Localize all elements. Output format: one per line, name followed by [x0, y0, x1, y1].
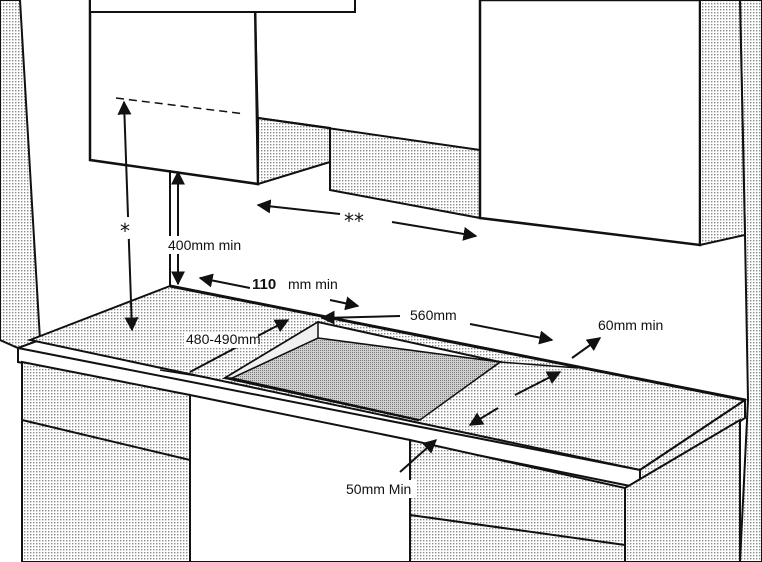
- rear-gap-value-label: 110: [252, 276, 276, 293]
- side-gap-label: 60mm min: [598, 317, 663, 333]
- front-gap-label: 50mm Min: [346, 481, 411, 497]
- rear-gap-unit-label: mm min: [288, 276, 338, 292]
- lower-cabinets: [21, 360, 741, 562]
- clearance-min-label: 400mm min: [168, 237, 241, 253]
- cutout-depth-label: 480-490mm: [186, 331, 261, 347]
- right-wall-panel: [738, 0, 762, 562]
- asterisk-double-label: **: [344, 209, 364, 233]
- asterisk-single-label: *: [120, 219, 130, 243]
- right-upper-cabinet: [478, 0, 747, 247]
- extractor-hood: [257, 117, 481, 220]
- title-box: [89, 0, 356, 13]
- cutout-width-label: 560mm: [410, 307, 457, 323]
- left-wall-panel: [0, 0, 42, 350]
